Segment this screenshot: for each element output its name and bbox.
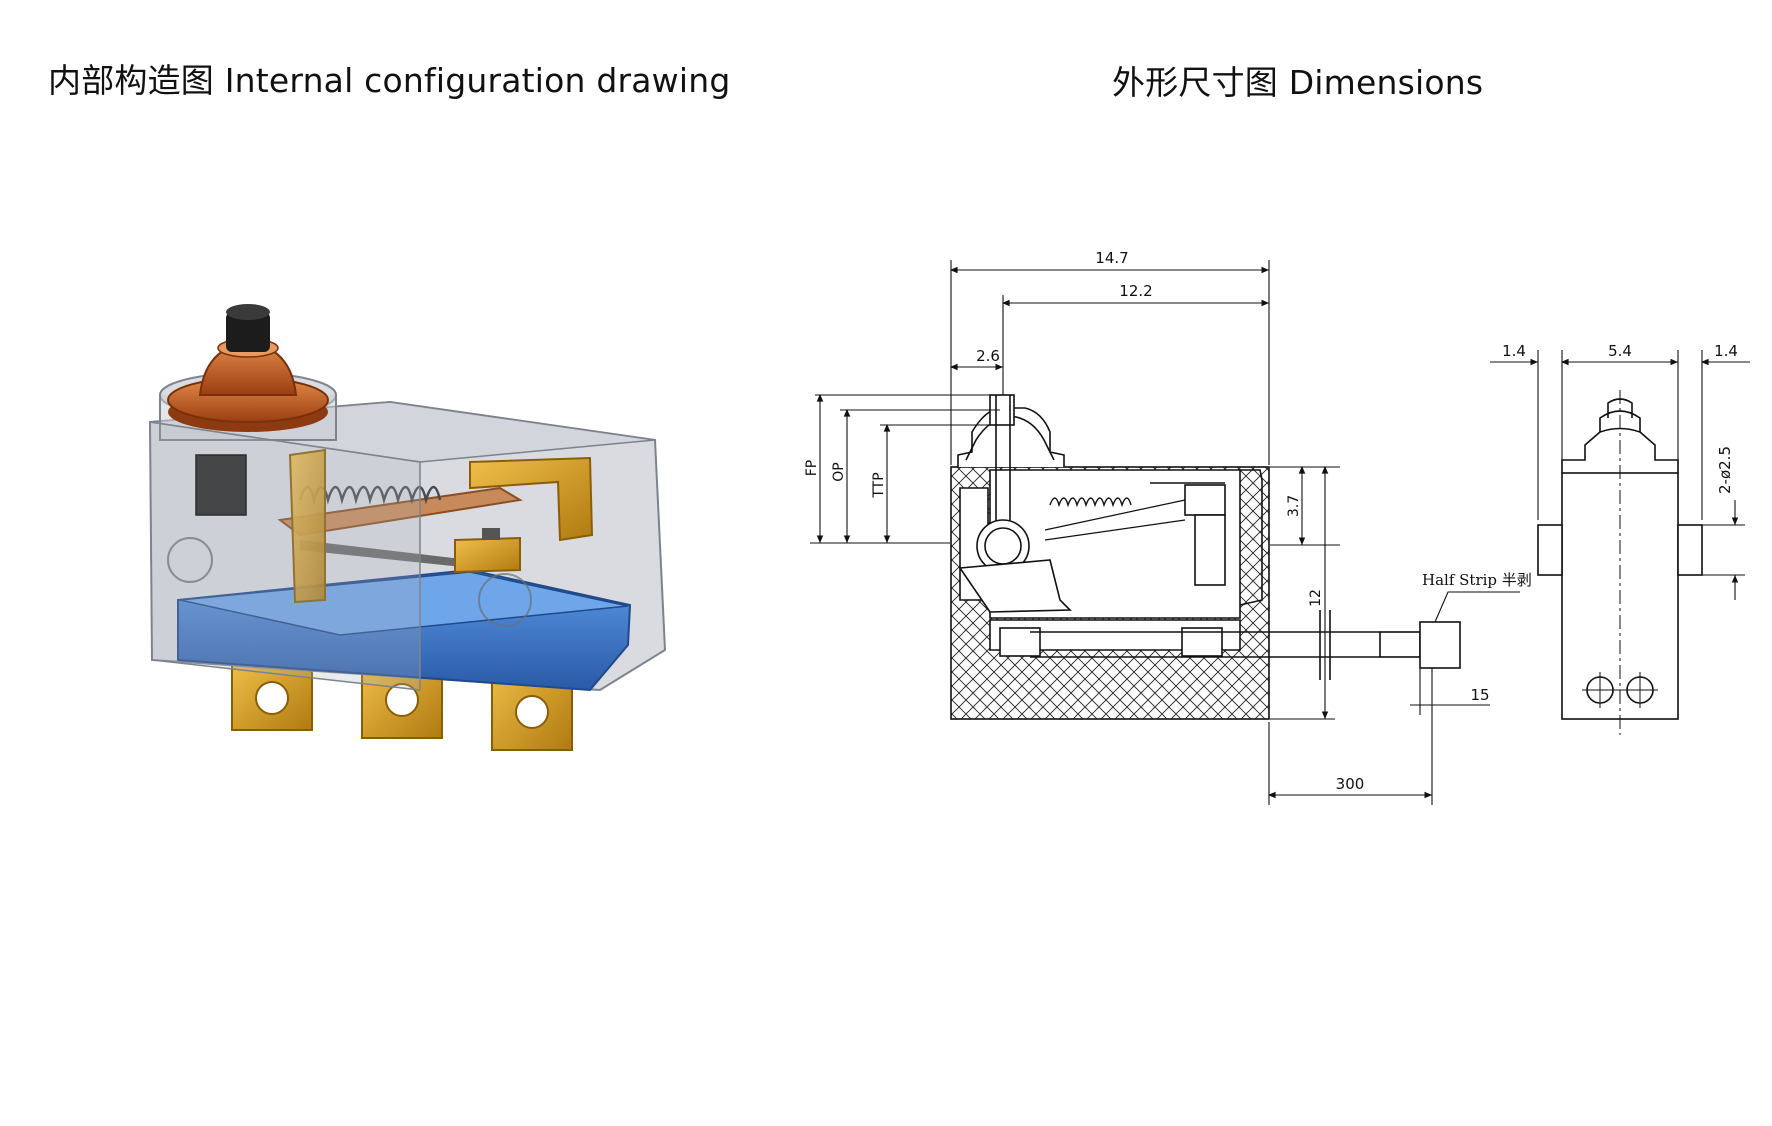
dim-5-4: 5.4 (1608, 342, 1632, 360)
dim-1-4-right: 1.4 (1714, 342, 1738, 360)
dim-2-6: 2.6 (976, 347, 1000, 365)
dim-1-4-left: 1.4 (1502, 342, 1526, 360)
half-strip-label: Half Strip 半剥 (1422, 571, 1532, 589)
end-view-drawing (1537, 390, 1703, 735)
side-dimension-drawing (950, 394, 1461, 720)
plunger (226, 304, 270, 352)
dim-14-7: 14.7 (1095, 249, 1128, 267)
dim-mount-holes: 2-ø2.5 (1716, 446, 1734, 494)
dim-15: 15 (1470, 686, 1489, 704)
dim-12: 12 (1308, 589, 1324, 607)
dim-12-2: 12.2 (1119, 282, 1152, 300)
internal-drawing-title: 内部构造图 Internal configuration drawing (48, 61, 731, 100)
rubber-cap (167, 338, 329, 432)
dimensions-title: 外形尺寸图 Dimensions (1112, 63, 1484, 102)
side-dimension-lines (810, 260, 1520, 805)
dim-op: OP (831, 462, 847, 481)
dim-300: 300 (1336, 775, 1365, 793)
dim-ttp: TTP (871, 472, 887, 498)
end-view-dimension-lines (1490, 350, 1750, 600)
dim-3-7: 3.7 (1286, 495, 1302, 517)
dim-fp: FP (804, 460, 820, 477)
internal-configuration-illustration (148, 304, 667, 751)
